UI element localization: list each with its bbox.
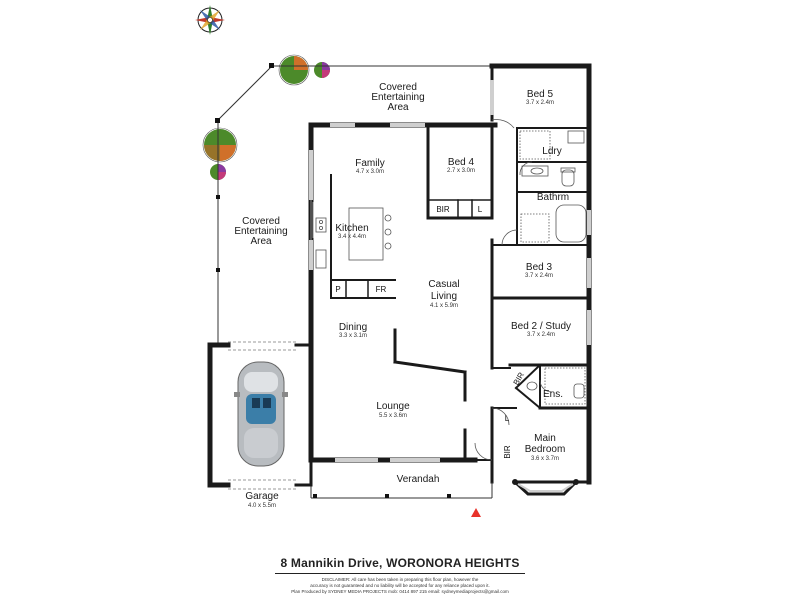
room-name: Ldry <box>542 146 561 157</box>
room-dims: 4.1 x 5.9m <box>430 303 458 309</box>
room-covered-top: Covered Entertaining Area <box>371 82 424 113</box>
room-name: Kitchen <box>335 223 368 234</box>
divider <box>275 573 525 574</box>
car-icon <box>234 361 288 467</box>
room-dims: 3.7 x 2.4m <box>526 100 554 106</box>
room-dining: Dining 3.3 x 3.1m <box>339 322 367 339</box>
room-bed2: Bed 2 / Study 3.7 x 2.4m <box>511 321 571 338</box>
sliding-door <box>310 200 314 240</box>
property-address: 8 Mannikin Drive, WORONORA HEIGHTS <box>280 556 520 570</box>
verandah-posts <box>313 494 451 498</box>
garage-doors <box>228 341 296 490</box>
bir-label: BIR <box>512 371 527 387</box>
covered-area-posts <box>215 63 274 272</box>
room-name: Entertaining <box>234 226 287 237</box>
room-lounge: Lounge 5.5 x 3.6m <box>376 401 410 419</box>
bir-label: BIR <box>503 445 512 459</box>
entry-arrow-icon <box>471 508 481 517</box>
fridge-label: FR <box>376 285 387 294</box>
room-dims: 3.7 x 2.4m <box>527 332 555 338</box>
garage-walls <box>207 342 313 488</box>
linen-label: L <box>478 205 483 214</box>
room-name: Bed 4 <box>448 157 475 168</box>
room-dims: 3.6 x 3.7m <box>531 456 559 462</box>
compass-icon <box>195 5 225 35</box>
room-dims: 4.7 x 3.0m <box>356 169 384 175</box>
room-name: Entertaining <box>371 92 424 103</box>
room-garage: Garage 4.0 x 5.5m <box>245 491 279 509</box>
room-name: Lounge <box>376 401 410 412</box>
bay-window <box>512 479 579 496</box>
room-name: Casual <box>428 279 459 290</box>
room-bed5: Bed 5 3.7 x 2.4m <box>526 89 554 106</box>
pantry-label: P <box>335 285 340 294</box>
room-name: Living <box>431 291 457 302</box>
kitchen-fixtures <box>315 207 392 269</box>
disclaimer-line: accuracy is not guaranteed and no liabil… <box>310 583 490 588</box>
room-name: Bed 2 / Study <box>511 321 571 332</box>
shrub-icon <box>314 62 330 78</box>
disclaimer-line: Plan Produced by SYDNEY MEDIA PROJECTS m… <box>291 589 509 594</box>
room-bed3: Bed 3 3.7 x 2.4m <box>525 262 553 279</box>
room-name: Family <box>355 158 384 169</box>
bir-label: BIR <box>436 205 450 214</box>
tree-icon <box>278 54 310 86</box>
covered-area-outline <box>217 65 490 345</box>
room-main-bedroom: Main Bedroom 3.6 x 3.7m <box>525 433 566 462</box>
room-name: Covered <box>242 216 280 227</box>
tree-icon <box>202 127 238 163</box>
room-bed4: Bed 4 2.7 x 3.0m <box>447 157 475 174</box>
bathroom-fixtures <box>519 130 587 405</box>
room-name: Covered <box>379 82 417 93</box>
room-name: Dining <box>339 322 367 333</box>
room-kitchen: Kitchen 3.4 x 4.4m <box>335 223 368 240</box>
disclaimer-line: DISCLAIMER: All care has been taken in p… <box>321 577 479 582</box>
room-dims: 3.7 x 2.4m <box>525 273 553 279</box>
room-name: Bedroom <box>525 444 566 455</box>
room-casual-living: Casual Living 4.1 x 5.9m <box>428 279 459 309</box>
room-name: Main <box>534 433 556 444</box>
room-covered-left: Covered Entertaining Area <box>234 216 287 247</box>
room-ensuite: Ens. <box>543 389 563 400</box>
room-name: Verandah <box>397 474 440 485</box>
room-dims: 2.7 x 3.0m <box>447 168 475 174</box>
room-name: Ens. <box>543 389 563 400</box>
room-name: Area <box>250 236 272 247</box>
room-dims: 3.3 x 3.1m <box>339 333 367 339</box>
room-name: Bed 3 <box>526 262 553 273</box>
room-name: Garage <box>245 491 279 502</box>
room-laundry: Ldry <box>542 146 561 157</box>
room-bathroom: Bathrm <box>537 192 569 203</box>
room-family: Family 4.7 x 3.0m <box>355 158 384 175</box>
room-dims: 3.4 x 4.4m <box>338 234 366 240</box>
room-dims: 4.0 x 5.5m <box>248 503 276 509</box>
windows <box>309 80 591 462</box>
room-dims: 5.5 x 3.6m <box>379 413 407 419</box>
room-verandah: Verandah <box>397 474 440 485</box>
doors <box>474 119 553 461</box>
room-name: Bathrm <box>537 192 569 203</box>
linen-label: L <box>505 414 510 423</box>
room-name: Area <box>387 102 409 113</box>
room-name: Bed 5 <box>527 89 554 100</box>
